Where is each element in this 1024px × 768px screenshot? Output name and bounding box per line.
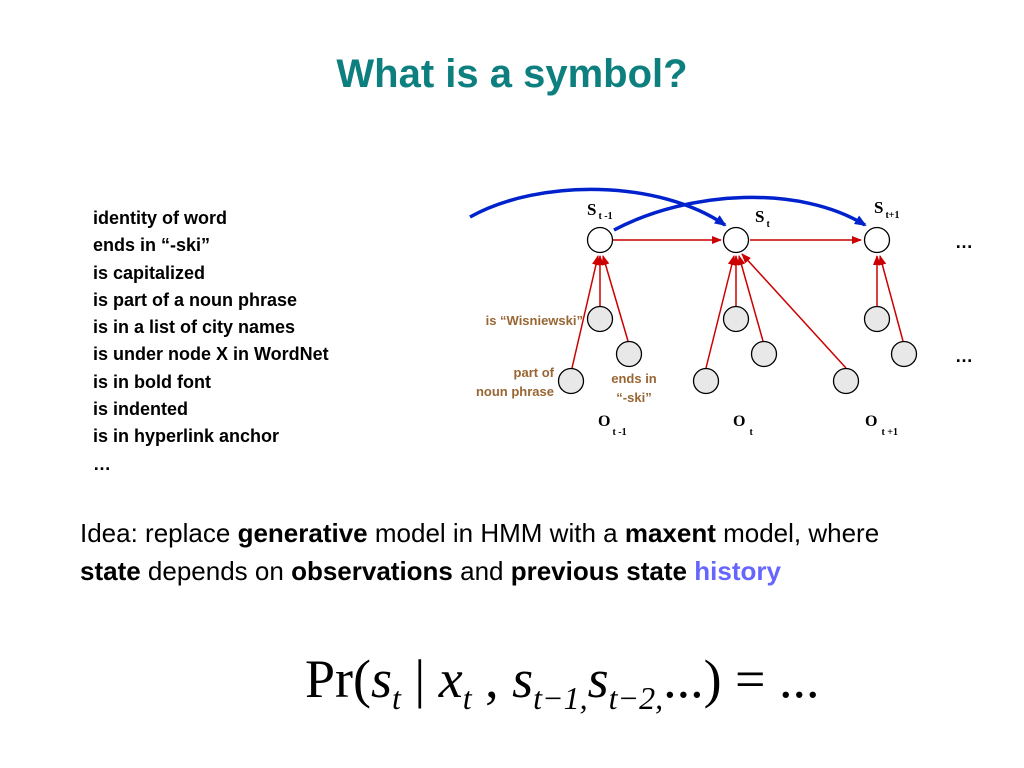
observation-edge [601, 255, 629, 342]
feature-item: identity of word [93, 208, 227, 228]
history-arc [469, 187, 727, 227]
observation-node [750, 340, 778, 368]
observation-node [863, 305, 891, 333]
observation-label: Ot +1 [865, 413, 898, 438]
observation-edge [741, 253, 847, 369]
feature-list: identity of word ends in “-ski” is capit… [93, 205, 329, 478]
observation-node [890, 340, 918, 368]
observation-edge [737, 255, 764, 342]
feature-item: is in a list of city names [93, 317, 296, 338]
state-node [863, 226, 891, 254]
feature-item: is part of a noun phrase [93, 289, 298, 310]
observation-node [692, 367, 720, 395]
observation-label: Ot -1 [598, 413, 627, 438]
observation-label: Ot [733, 413, 753, 438]
feature-item: … [93, 453, 111, 474]
feature-item: is in hyperlink anchor [93, 426, 280, 447]
feature-item: ends in “-ski” [93, 235, 211, 256]
observation-edge [705, 255, 736, 369]
history-highlight: history [694, 556, 781, 586]
feature-label-wisniewski: is “Wisniewski” [486, 313, 583, 328]
observation-node [722, 305, 750, 333]
observation-edge [878, 255, 904, 342]
idea-paragraph: Idea: replace generative model in HMM wi… [80, 518, 880, 586]
state-node [586, 226, 614, 254]
slide-title: What is a symbol? [336, 52, 688, 96]
feature-item: is under node X in WordNet [93, 344, 329, 365]
observation-node [557, 367, 585, 395]
observation-node [832, 367, 860, 395]
formula: Pr(st | xt , st−1,st−2,...) = ... [305, 649, 820, 716]
feature-label-ends-in: ends in [611, 371, 657, 386]
observation-node [615, 340, 643, 368]
feature-label-noun-phrase: part of [514, 365, 555, 380]
history-arc [613, 195, 867, 232]
feature-label-noun-phrase: noun phrase [476, 384, 554, 399]
feature-item: is capitalized [93, 262, 206, 283]
ellipsis-bottom: … [955, 346, 973, 366]
ellipsis-top: … [955, 232, 973, 252]
observation-edge [571, 255, 600, 369]
observation-node [586, 305, 614, 333]
feature-label-ends-in: “-ski” [616, 390, 651, 405]
feature-item: is in bold font [93, 371, 211, 392]
feature-item: is indented [93, 399, 189, 420]
state-node [722, 226, 750, 254]
